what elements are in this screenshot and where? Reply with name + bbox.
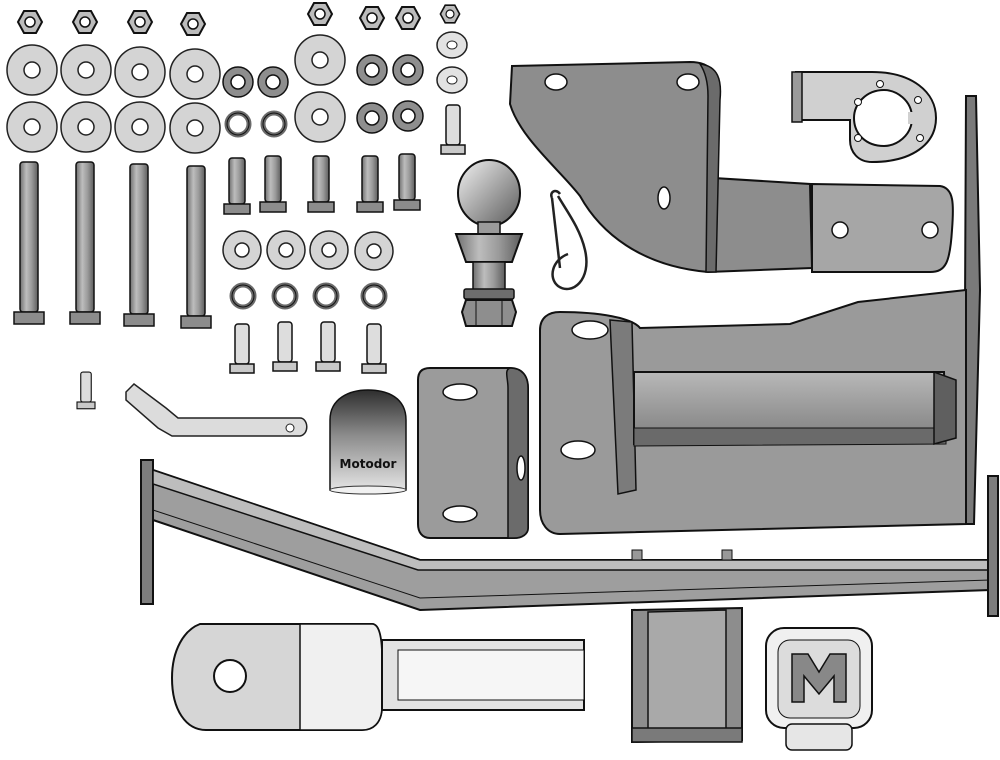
r-clip bbox=[550, 189, 588, 291]
spacer-plate bbox=[417, 367, 529, 539]
long-bolts bbox=[13, 161, 212, 329]
socket-bracket bbox=[791, 71, 938, 164]
large-washer-rows bbox=[6, 34, 346, 154]
tow-ball bbox=[454, 159, 524, 327]
mid-washers bbox=[222, 230, 394, 307]
receiver-tube bbox=[631, 606, 743, 744]
drawbar bbox=[170, 623, 585, 731]
short-bolts bbox=[223, 153, 421, 215]
socket-cover bbox=[765, 627, 873, 751]
light-bolts bbox=[76, 321, 387, 410]
small-washers bbox=[436, 31, 468, 155]
main-crossbar bbox=[140, 459, 999, 617]
nut-row bbox=[17, 2, 461, 36]
top-bracket bbox=[508, 60, 954, 274]
hitch-pin bbox=[125, 383, 308, 437]
side-bracket bbox=[539, 95, 982, 536]
ball-cap: Motodor bbox=[329, 389, 407, 495]
cap-brand-text: Motodor bbox=[340, 457, 397, 471]
